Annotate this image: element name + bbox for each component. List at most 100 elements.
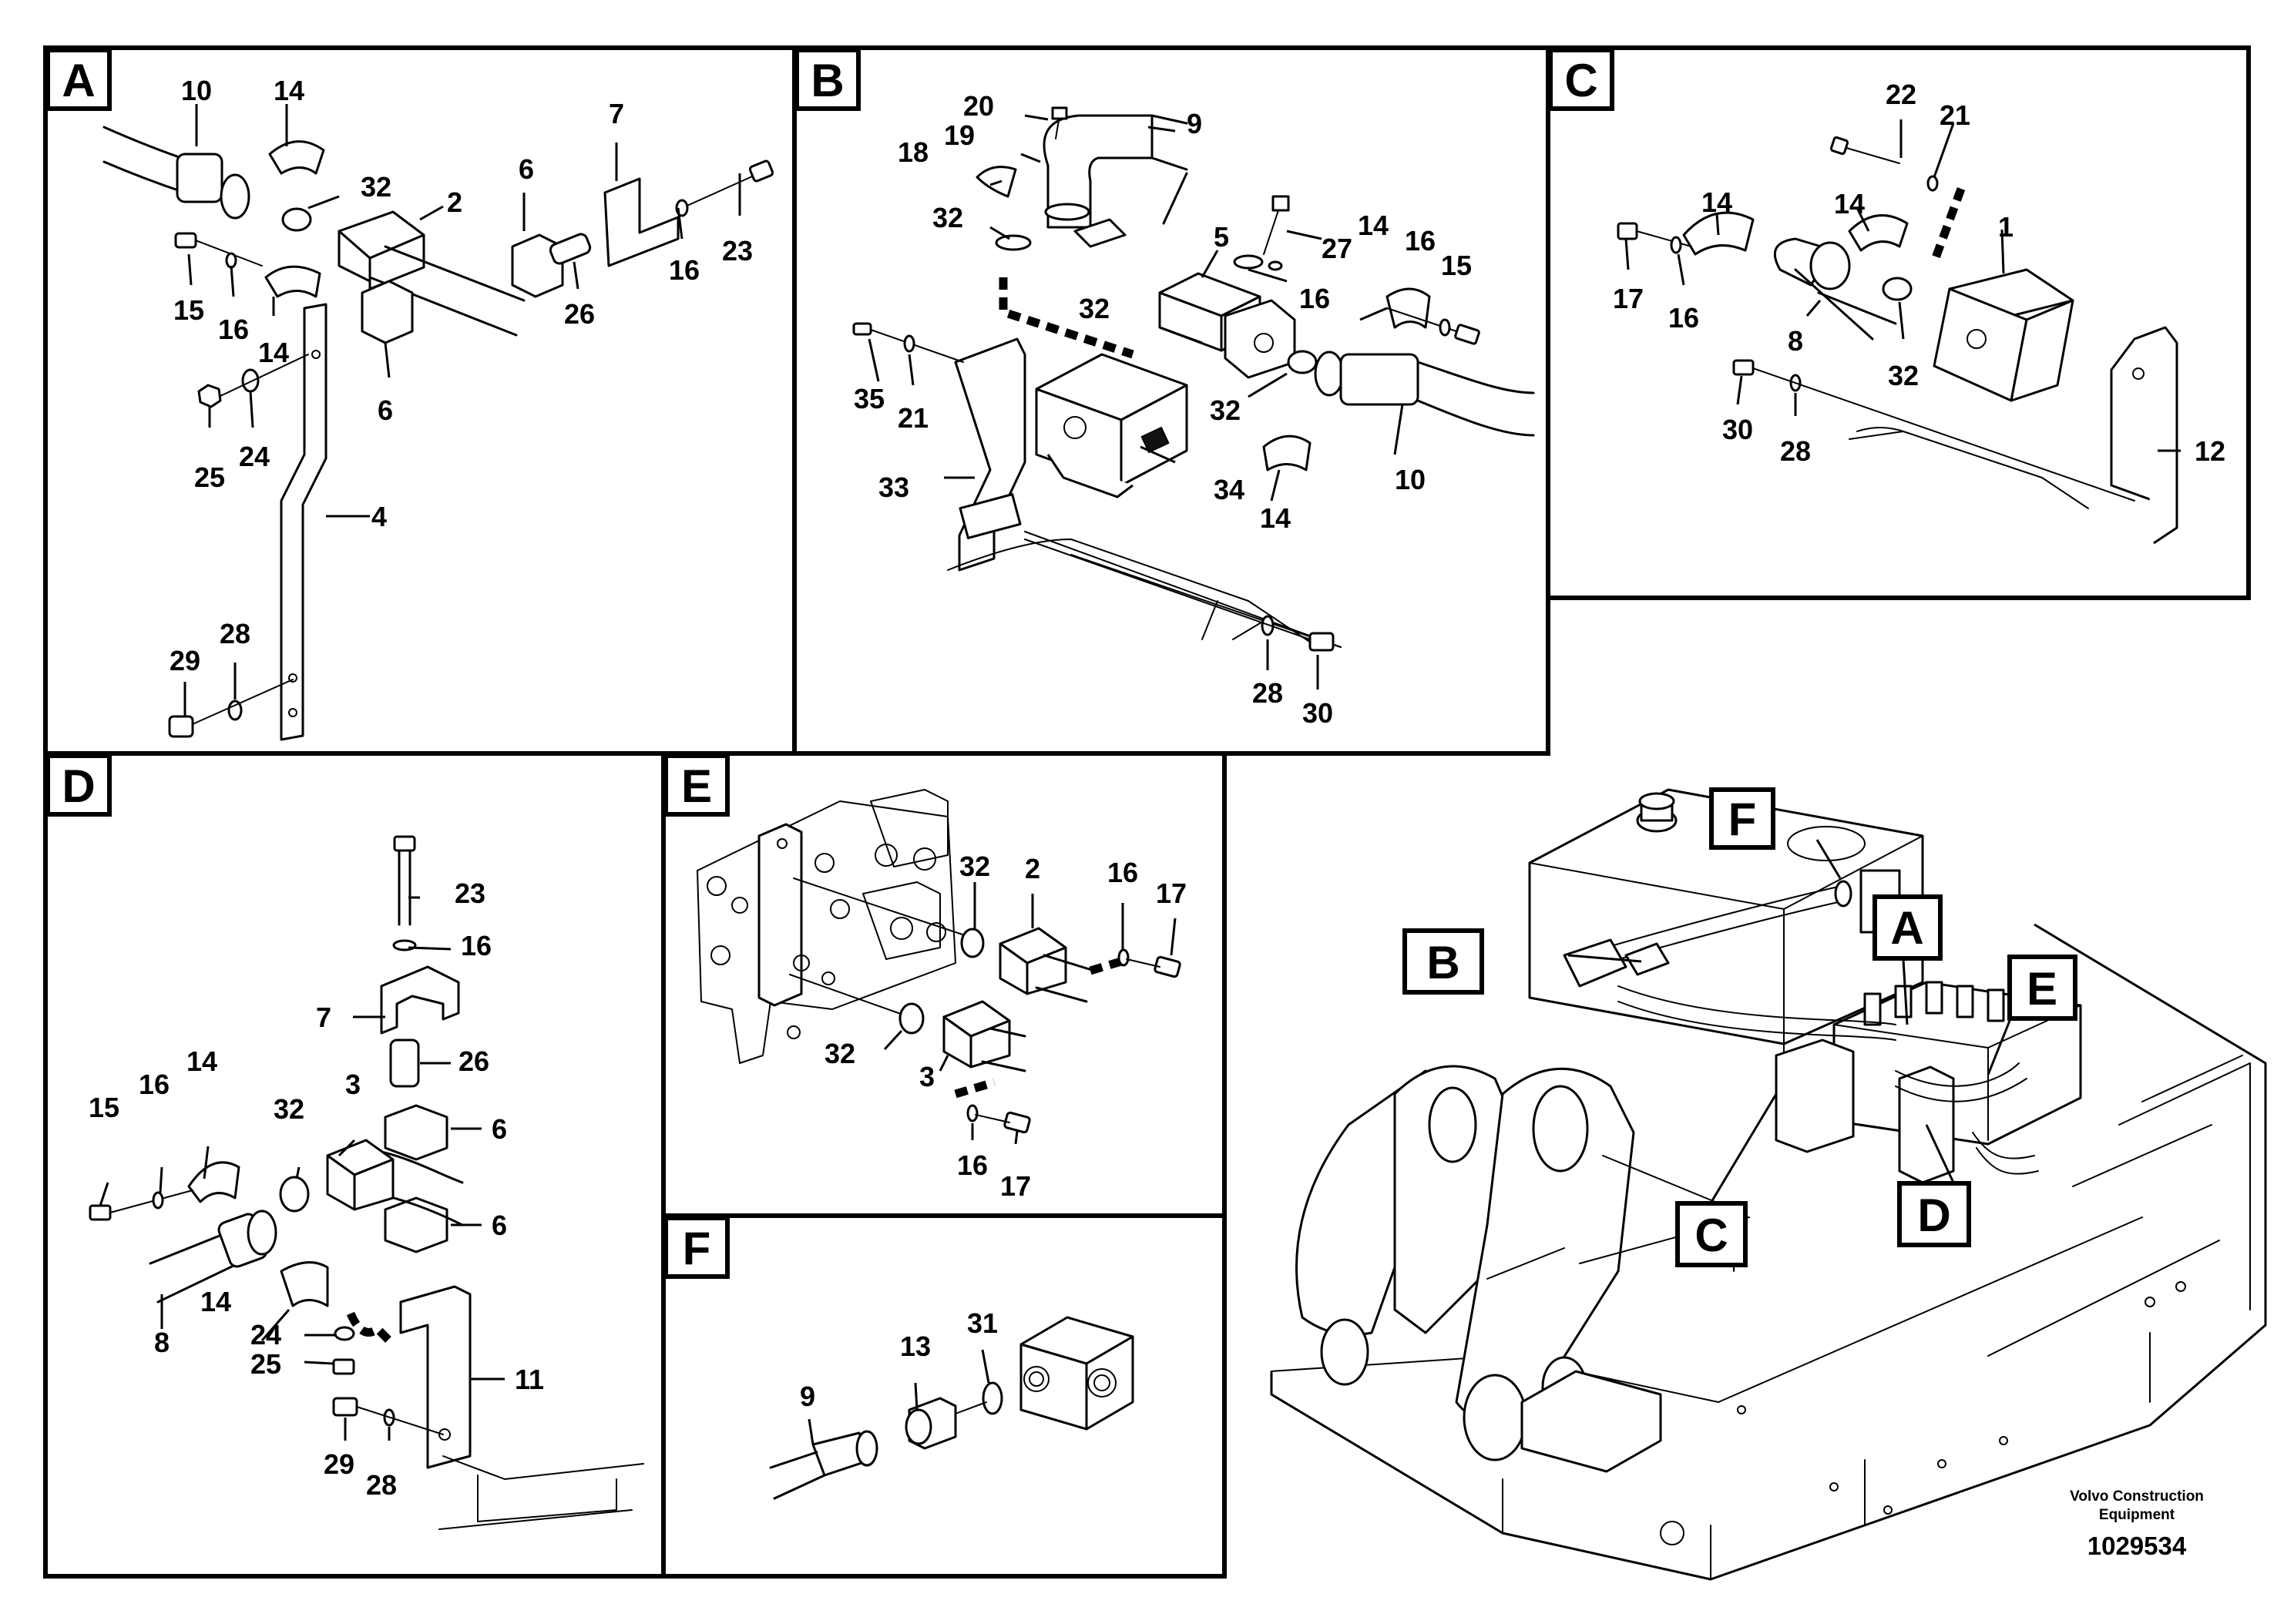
callout-a-6-top: 6 [519, 153, 534, 185]
callout-d-11: 11 [515, 1364, 544, 1395]
panel-a-label: A [45, 48, 112, 111]
callout-a-2: 2 [447, 186, 462, 218]
callout-a-14-lower: 14 [258, 337, 289, 368]
callout-b-32-left: 32 [932, 202, 963, 233]
callout-b-9: 9 [1187, 108, 1202, 139]
svg-text:C: C [1564, 55, 1597, 106]
svg-text:F: F [683, 1223, 711, 1274]
panel-e-frame [661, 751, 1227, 1218]
svg-text:E: E [2027, 963, 2057, 1015]
panel-d-callouts: 23 16 7 26 14 16 15 3 32 6 6 8 14 24 25 … [89, 877, 544, 1501]
svg-text:B: B [811, 55, 844, 106]
svg-text:A: A [1890, 902, 1923, 954]
callout-e-32-top: 32 [959, 851, 990, 882]
callout-e-16-lower: 16 [957, 1149, 988, 1181]
svg-text:D: D [62, 760, 95, 812]
panel-c-drawing [1617, 119, 2181, 545]
callout-e-17-top: 17 [1156, 877, 1187, 909]
callout-c-28: 28 [1780, 435, 1811, 467]
callout-b-16-mid: 16 [1299, 283, 1330, 314]
callout-f-13: 13 [900, 1330, 931, 1362]
callout-a-24: 24 [239, 441, 270, 472]
panel-f-drawing [769, 1316, 1134, 1500]
callout-d-25: 25 [250, 1348, 281, 1380]
callout-e-3: 3 [919, 1061, 935, 1092]
callout-d-16-top: 16 [461, 930, 492, 961]
callout-a-26: 26 [564, 298, 595, 330]
brand-line-2: Equipment [2099, 1507, 2175, 1523]
overview-label-e: E [2007, 955, 2077, 1021]
panel-c-label: C [1548, 48, 1614, 111]
svg-text:E: E [681, 760, 712, 812]
callout-e-16-top: 16 [1107, 857, 1138, 888]
callout-d-6-top: 6 [492, 1113, 507, 1145]
svg-text:C: C [1694, 1210, 1728, 1261]
callout-b-28: 28 [1252, 677, 1283, 709]
panel-d-label: D [45, 753, 112, 817]
overview-label-f: F [1709, 787, 1775, 850]
callout-c-21: 21 [1940, 99, 1970, 131]
svg-text:F: F [1728, 794, 1757, 845]
callout-a-32: 32 [361, 171, 391, 203]
callout-d-3: 3 [345, 1069, 361, 1100]
callout-b-19: 19 [944, 119, 975, 151]
panel-c-frame [1546, 45, 2251, 600]
callout-c-14-right: 14 [1834, 188, 1865, 220]
callout-b-27: 27 [1322, 233, 1352, 264]
overview-machine-drawing [1270, 788, 2267, 1581]
callout-b-10: 10 [1395, 464, 1426, 495]
panel-b-callouts: 20 9 18 19 32 5 27 14 16 15 16 32 35 21 … [854, 90, 1472, 729]
callout-d-32: 32 [274, 1093, 304, 1125]
callout-d-29: 29 [324, 1448, 354, 1480]
callout-b-16-right: 16 [1405, 225, 1436, 257]
callout-c-16: 16 [1668, 302, 1699, 334]
callout-a-7: 7 [609, 98, 624, 129]
callout-b-30: 30 [1302, 697, 1333, 729]
panel-a-frame [43, 45, 797, 756]
panel-e-label: E [663, 753, 730, 817]
svg-text:B: B [1426, 937, 1459, 988]
callout-c-32: 32 [1888, 360, 1919, 391]
callout-a-29: 29 [170, 645, 200, 676]
overview-label-b: B [1402, 928, 1484, 995]
callout-a-4: 4 [371, 501, 387, 532]
callout-d-14-top: 14 [186, 1045, 217, 1077]
callout-f-31: 31 [967, 1307, 998, 1339]
brand-line-1: Volvo Construction [2070, 1488, 2204, 1505]
document-number: 1029534 [2087, 1532, 2187, 1560]
callout-b-5: 5 [1214, 221, 1229, 253]
overview-labels: F B A E C D [1402, 787, 2077, 1267]
overview-label-c: C [1675, 1201, 1748, 1267]
callout-a-25: 25 [194, 461, 225, 493]
callout-a-10: 10 [181, 75, 212, 106]
callout-d-23: 23 [455, 877, 485, 909]
callout-c-22: 22 [1886, 79, 1916, 110]
panel-d-drawing [89, 835, 644, 1530]
callout-a-14: 14 [274, 75, 304, 106]
callout-b-14-lower: 14 [1260, 502, 1291, 534]
callout-d-7: 7 [316, 1002, 331, 1033]
callout-d-24: 24 [250, 1319, 281, 1351]
callout-d-8: 8 [154, 1327, 170, 1358]
callout-e-17-lower: 17 [1000, 1170, 1031, 1202]
panel-e-callouts: 32 2 16 17 32 3 16 17 [825, 851, 1187, 1202]
callout-d-15: 15 [89, 1092, 119, 1123]
callout-c-17: 17 [1613, 283, 1644, 314]
callout-a-16-left: 16 [218, 314, 249, 345]
panel-e-drawing [697, 789, 1181, 1145]
callout-b-15: 15 [1441, 250, 1472, 281]
footer: Volvo Construction Equipment 1029534 [2070, 1488, 2204, 1560]
callout-f-9: 9 [800, 1381, 815, 1412]
callout-c-12: 12 [2195, 435, 2225, 467]
svg-text:D: D [1917, 1189, 1950, 1241]
callout-b-32-mid: 32 [1079, 293, 1110, 324]
callout-a-16-right: 16 [669, 254, 700, 286]
callout-e-32-lower: 32 [825, 1038, 855, 1069]
callout-d-28: 28 [366, 1469, 397, 1501]
panel-b-label: B [794, 48, 861, 111]
callout-d-26: 26 [458, 1045, 489, 1077]
callout-b-32-right: 32 [1210, 394, 1241, 426]
panel-f-frame [661, 1213, 1227, 1579]
callout-d-14-lower: 14 [200, 1286, 231, 1317]
